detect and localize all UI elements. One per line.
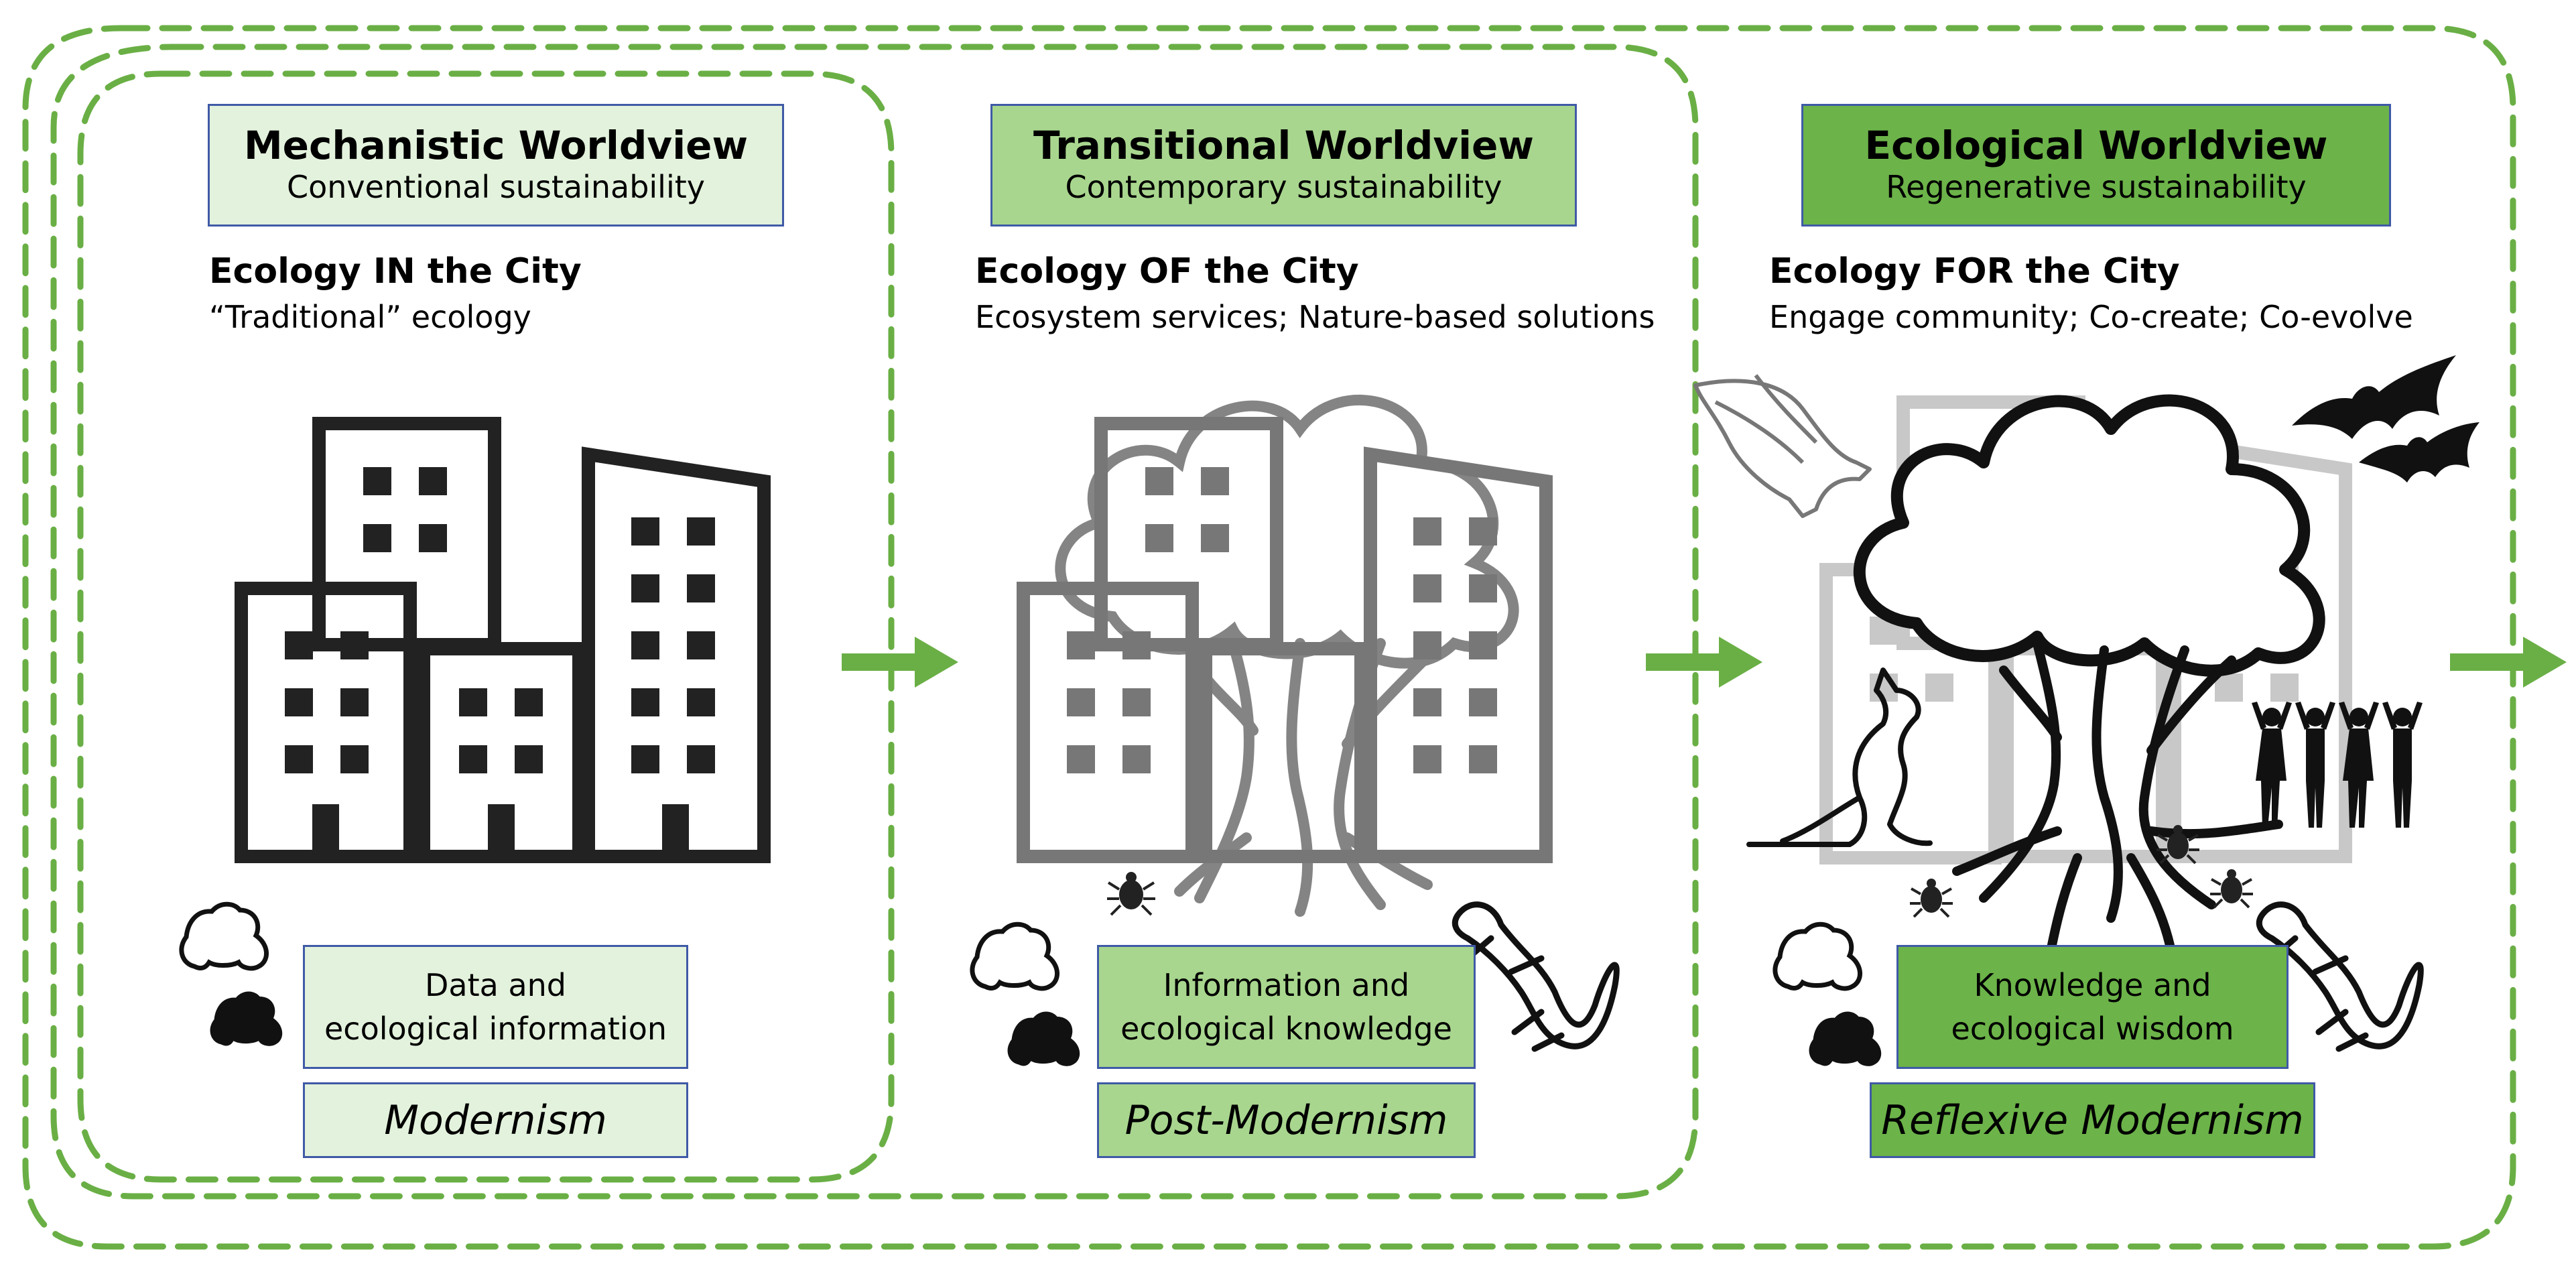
city-buildings-icon	[235, 417, 771, 863]
worldview-title: Mechanistic Worldview	[243, 123, 749, 169]
people-group-icon	[2252, 702, 2423, 828]
cycle-loop-borders	[22, 25, 2516, 1250]
knowledge-box: Information and ecological knowledge	[1097, 945, 1476, 1069]
tree-trunk-roots	[1952, 639, 2283, 956]
bird-icon	[1693, 374, 1872, 518]
era-label: Reflexive Modernism	[1881, 1096, 2304, 1144]
worldview-box-mechanistic: Mechanistic Worldview Conventional susta…	[208, 104, 784, 227]
lizard-icon	[1452, 901, 1620, 1052]
worldview-subtitle: Contemporary sustainability	[1065, 169, 1502, 206]
beetle-icon	[1910, 825, 2253, 918]
arrow-1-icon	[842, 637, 958, 688]
era-label: Post-Modernism	[1124, 1096, 1448, 1144]
middle-loop-transitional	[50, 44, 1699, 1200]
worldview-box-ecological: Ecological Worldview Regenerative sustai…	[1801, 104, 2391, 227]
knowledge-line-2: ecological knowledge	[1120, 1010, 1452, 1047]
arrow-3-icon	[2450, 637, 2567, 688]
ecology-description: “Traditional” ecology	[209, 299, 531, 335]
frog-outline-icon	[1775, 924, 1860, 988]
arrow-2-icon	[1646, 637, 1762, 688]
knowledge-line-2: ecological information	[324, 1010, 667, 1047]
worldview-title: Transitional Worldview	[1033, 123, 1534, 169]
knowledge-line-2: ecological wisdom	[1951, 1010, 2234, 1047]
era-box: Modernism	[303, 1082, 688, 1158]
worldview-subtitle: Conventional sustainability	[286, 169, 706, 206]
outer-loop-ecological	[22, 25, 2516, 1250]
worldview-box-transitional: Transitional Worldview Contemporary sust…	[990, 104, 1577, 227]
ecology-description: Engage community; Co-create; Co-evolve	[1769, 299, 2413, 335]
frog-solid-icon	[210, 991, 283, 1046]
knowledge-line-1: Knowledge and	[1974, 967, 2211, 1004]
frog-solid-icon	[1007, 1011, 1080, 1066]
progression-arrows	[842, 637, 2567, 688]
city-buildings-grey-icon	[1017, 417, 1553, 863]
knowledge-line-1: Data and	[425, 967, 566, 1004]
kangaroo-icon	[1746, 667, 1933, 847]
inner-loop-mechanistic	[77, 70, 895, 1183]
knowledge-line-1: Information and	[1163, 967, 1410, 1004]
city-windows	[285, 467, 715, 856]
frog-outline-icon	[182, 904, 267, 968]
worldview-title: Ecological Worldview	[1864, 123, 2328, 169]
frog-solid-icon	[1809, 1011, 1882, 1066]
knowledge-box: Knowledge and ecological wisdom	[1896, 945, 2289, 1069]
worldview-subtitle: Regenerative sustainability	[1886, 169, 2307, 206]
tree-grey-icon	[1055, 394, 1519, 917]
ecology-description: Ecosystem services; Nature-based solutio…	[975, 299, 1655, 335]
frog-outline-icon	[972, 924, 1057, 988]
tree-black-icon	[1854, 394, 2325, 677]
era-box: Post-Modernism	[1097, 1082, 1476, 1158]
knowledge-box: Data and ecological information	[303, 945, 688, 1069]
ecology-heading: Ecology OF the City	[975, 251, 1359, 292]
era-label: Modernism	[384, 1096, 607, 1144]
bat-icon	[2292, 355, 2480, 483]
beetle-icon	[1107, 872, 1155, 916]
ecology-heading: Ecology FOR the City	[1769, 251, 2180, 292]
era-box: Reflexive Modernism	[1870, 1082, 2315, 1158]
ecology-heading: Ecology IN the City	[209, 251, 582, 292]
